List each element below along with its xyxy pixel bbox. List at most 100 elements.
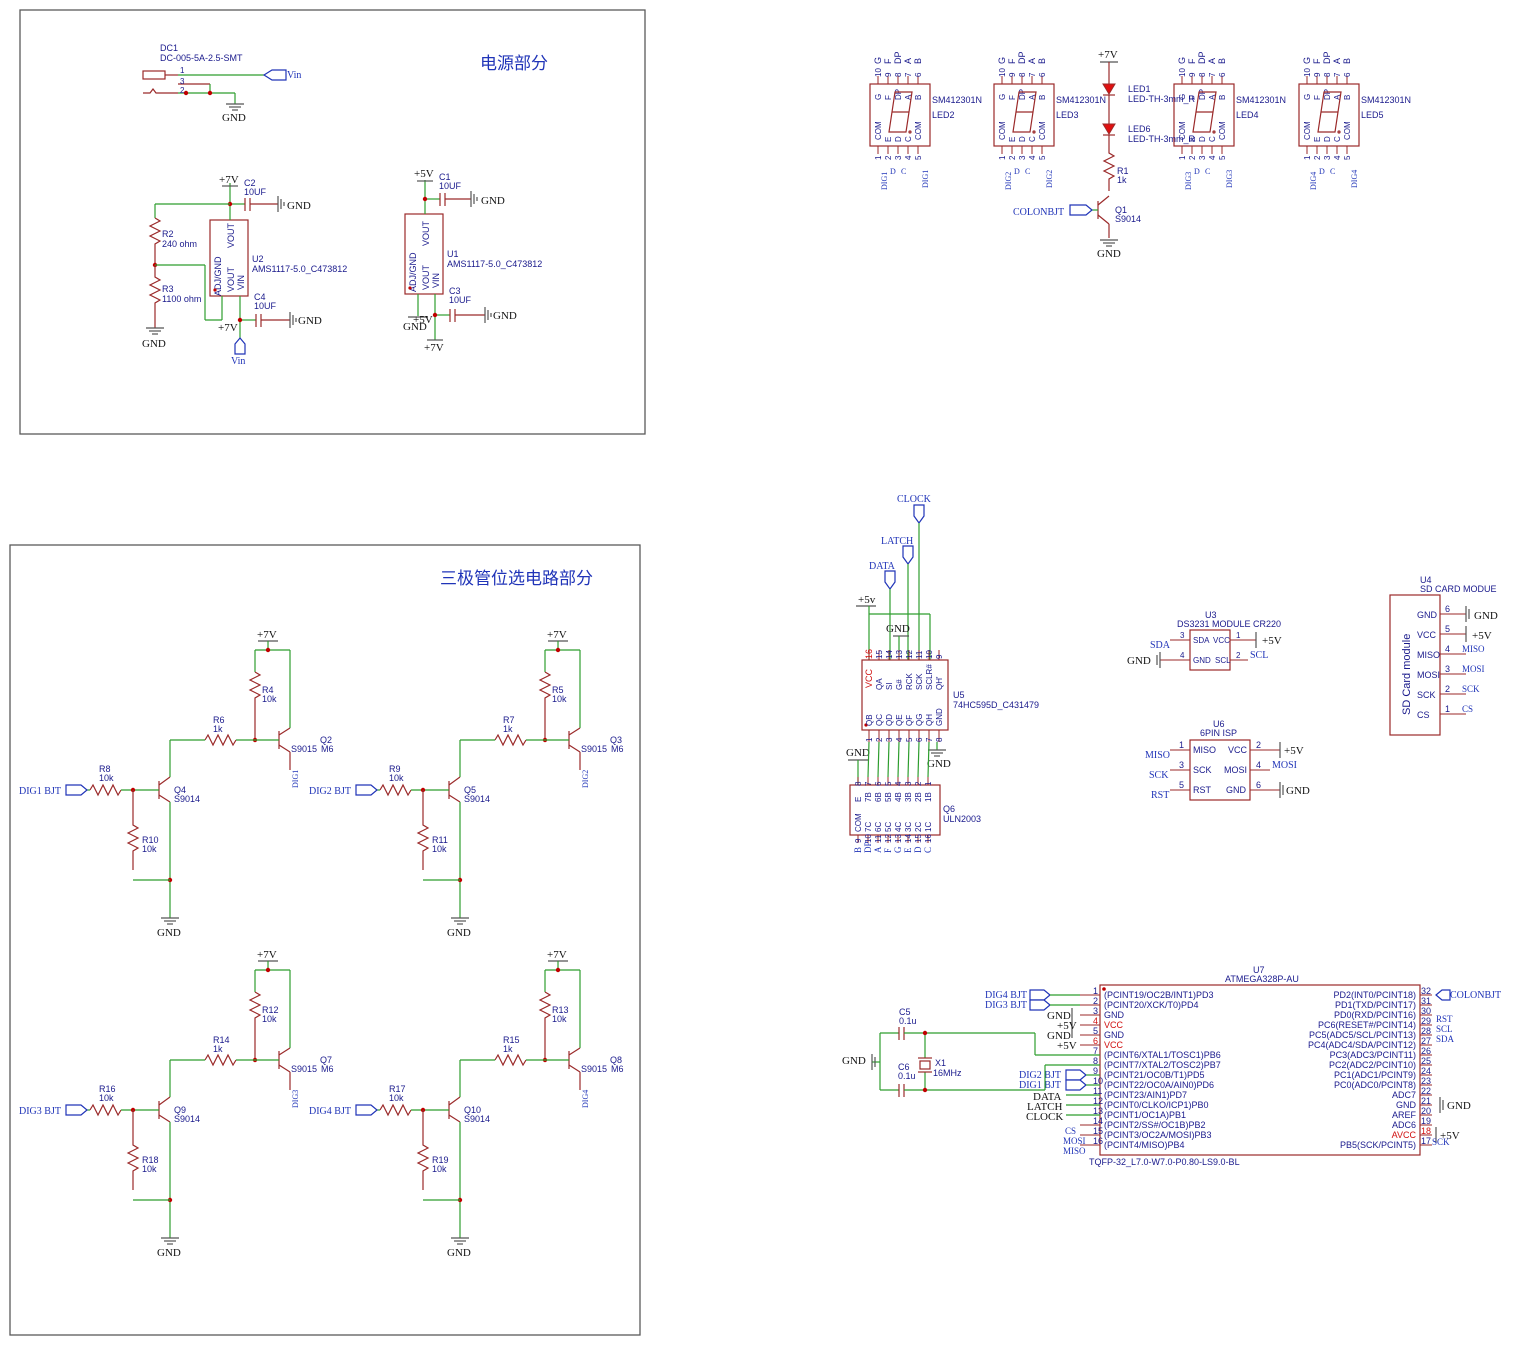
label-u4-pins-2-num: 4	[1445, 644, 1450, 654]
label-driver_common-val_10k: 10k	[432, 1164, 447, 1174]
label-displays-com: COM	[998, 121, 1007, 140]
u7-atmega328p[interactable]: U7 ATMEGA328P-AU TQFP-32_L7.0-W7.0-P0.80…	[1080, 965, 1432, 1167]
label-displays-bot_pins-2: 3	[894, 155, 903, 160]
q1-transistor[interactable]: Q1 S9014	[1097, 195, 1141, 238]
c2-capacitor[interactable]: C2 10UF	[244, 178, 267, 211]
label-u5-top_pins-4: 12	[905, 650, 914, 659]
label-nets-sda: SDA	[1150, 640, 1171, 651]
label-power-pin_vout: VOUT	[421, 264, 431, 290]
label-u7-left_pins-6-num: 7	[1093, 1046, 1098, 1056]
label-displays-bot_pins-3: 4	[1208, 155, 1217, 160]
label-driver_common-val_1k: 1k	[503, 1044, 513, 1054]
label-u7-right_pins-0-num: 32	[1421, 986, 1431, 996]
label-displays-top_names-3: A	[1208, 94, 1217, 100]
label-nets-p7v: +7V	[257, 629, 277, 641]
label-nets-gnd: GND	[493, 310, 517, 322]
label-nets-p7v: +7V	[547, 949, 567, 961]
label-u5-bot_pins-3: 4	[895, 737, 904, 742]
label-nets-sck: SCK	[1432, 1137, 1450, 1147]
dc1-jack[interactable]: 1 3 2 DC1 DC-005-5A-2.5-SMT	[142, 43, 264, 96]
label-q6-top_names-7: 1B	[924, 792, 933, 802]
label-displays-led6_val: LED-TH-3mm_R	[1128, 134, 1196, 144]
u2-regulator[interactable]: VOUT ADJ/GND VOUT VIN U2 AMS1117-5.0_C47…	[209, 219, 347, 297]
label-u3-pins-2-num: 1	[1236, 631, 1241, 640]
label-displays-top_pins-0: 10	[1303, 68, 1312, 77]
label-displays-top_names-0: G	[1302, 57, 1312, 64]
label-nets-p7v: +7V	[1098, 49, 1118, 61]
label-displays-com: COM	[1038, 121, 1047, 140]
label-u7-right_pins-11-num: 21	[1421, 1096, 1431, 1106]
led6[interactable]: LED6 LED-TH-3mm_R	[1102, 123, 1196, 144]
label-displays-top_pins-2: 8	[894, 72, 903, 77]
label-u6-pins-5-num: 6	[1256, 780, 1261, 790]
u6-isp-header[interactable]: U6 6PIN ISP MISO SCK RST VCC MOSI GND 1 …	[1170, 719, 1280, 801]
label-q6-bot_nets-5: E	[903, 847, 913, 853]
label-drivers-2-r_up: R12	[262, 1005, 279, 1015]
label-displays-bot_names-1: D	[1319, 167, 1325, 176]
label-u7-left_pins-13-name: (PCINT2/SS#/OC1B)PB2	[1104, 1120, 1206, 1130]
label-u6-ref: U6	[1213, 719, 1225, 729]
u5-74hc595[interactable]: 16VCC1QB15QA2QC14SI3QD13G#4QE12RCK5QF11S…	[861, 649, 1039, 742]
label-u7-right_pins-5-num: 27	[1421, 1036, 1431, 1046]
u3-ds3231[interactable]: U3 DS3231 MODULE CR220 SDA GND VCC SCL 3…	[1160, 610, 1281, 671]
label-power-pin_vin: VIN	[431, 273, 441, 288]
q6-uln2003[interactable]: 8E9COMB77B107CDP66B116CA55B125CF44B134CG…	[849, 777, 981, 853]
c6-capacitor[interactable]: C6 0.1u	[898, 1062, 916, 1097]
label-u6-pins-4-num: 4	[1256, 760, 1261, 770]
r1-resistor[interactable]: R1 1k	[1102, 135, 1129, 191]
u1-regulator[interactable]: VOUT ADJ/GND VOUT VIN U1 AMS1117-5.0_C47…	[404, 213, 542, 295]
x1-crystal[interactable]: X1 16MHz	[918, 1057, 962, 1078]
label-displays-top_names-4: B	[914, 95, 923, 100]
label-u7-left_pins-15-name: (PCINT4/MISO)PB4	[1104, 1140, 1185, 1150]
label-u7-left_pins-4-name: GND	[1104, 1030, 1125, 1040]
label-q6-bot_nets-4: G	[893, 846, 903, 853]
label-displays-com: COM	[914, 121, 923, 140]
label-u3-pins-2-name: VCC	[1213, 636, 1230, 645]
power-section: 电源部分 1 3 2 DC1 DC-005-5A-2.5-SMT GND Vin	[19, 9, 646, 435]
label-u7-left_pins-5-name: VCC	[1104, 1040, 1124, 1050]
c4-capacitor[interactable]: C4 10UF	[254, 292, 277, 327]
led1[interactable]: LED1 LED-TH-3mm_R	[1102, 83, 1196, 104]
c5-capacitor[interactable]: C5 0.1u	[898, 1007, 917, 1040]
u4-sd-card-module[interactable]: U4 SD CARD MODUE SD Card module GND6VCC5…	[1389, 575, 1498, 736]
label-nets-p7v: +7V	[424, 342, 444, 354]
c3-capacitor[interactable]: C3 10UF	[449, 286, 472, 322]
label-drivers-0-npn_ref: Q4	[174, 785, 186, 795]
label-driver_common-val_1k: 1k	[503, 724, 513, 734]
label-nets-p5v: +5V	[414, 168, 434, 180]
r3-resistor[interactable]: R3 1100 ohm	[148, 265, 201, 328]
c1-capacitor[interactable]: C1 10UF	[439, 172, 462, 206]
r2-resistor[interactable]: R2 240 ohm	[148, 217, 197, 264]
label-displays-top_pins-2: 8	[1323, 72, 1332, 77]
label-nets-mosi: MOSI	[1063, 1136, 1086, 1146]
